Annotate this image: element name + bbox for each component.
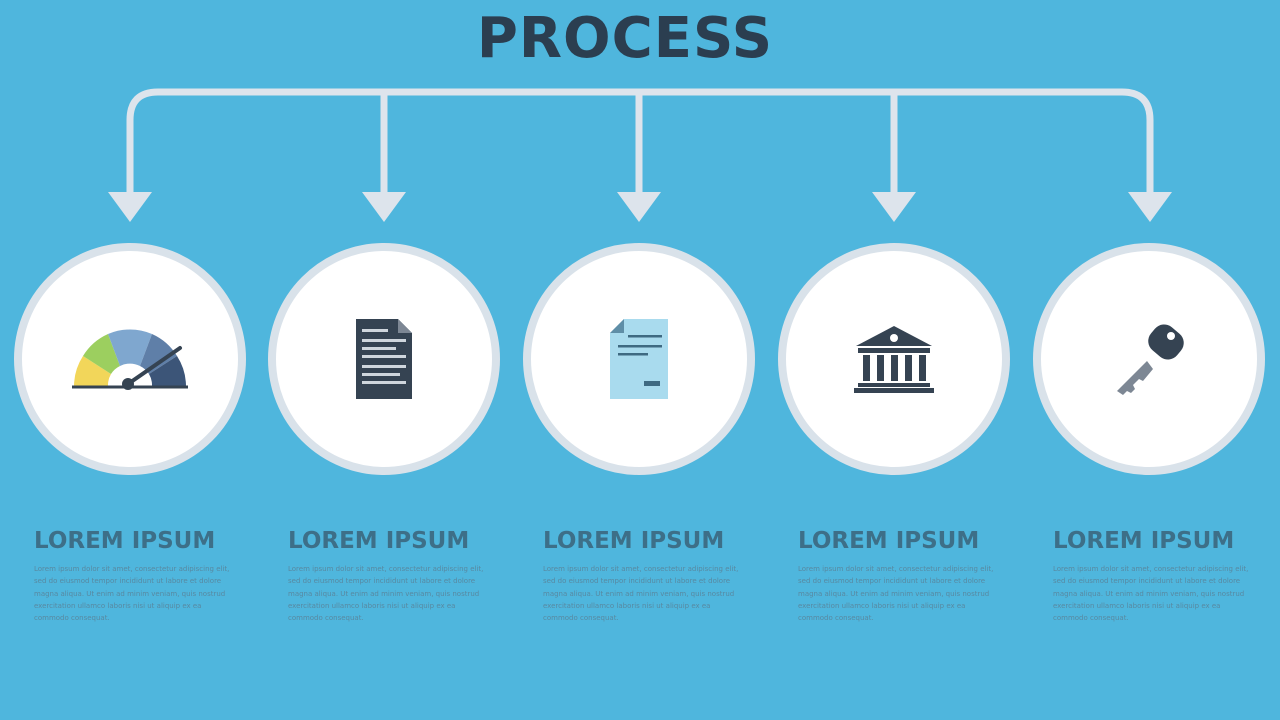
step-circle — [1033, 243, 1265, 475]
file-icon — [610, 319, 668, 399]
bank-icon — [854, 326, 934, 393]
speedometer-icon — [72, 329, 188, 390]
step-description: Lorem ipsum dolor sit amet, consectetur … — [798, 565, 994, 623]
step-circle — [523, 243, 755, 475]
connector-arrows — [108, 88, 1172, 222]
step-label: LOREM IPSUM — [34, 528, 216, 554]
page-title: PROCESS — [476, 6, 774, 71]
step-label: LOREM IPSUM — [543, 528, 725, 554]
document-icon — [356, 319, 412, 399]
step-label: LOREM IPSUM — [288, 528, 470, 554]
step-description: Lorem ipsum dolor sit amet, consectetur … — [543, 565, 739, 623]
arrow-head-1 — [108, 192, 152, 222]
step-label: LOREM IPSUM — [798, 528, 980, 554]
arrow-head-2 — [362, 192, 406, 222]
step-description: Lorem ipsum dolor sit amet, consectetur … — [288, 565, 484, 623]
step-description: Lorem ipsum dolor sit amet, consectetur … — [1053, 565, 1249, 623]
arrow-head-3 — [617, 192, 661, 222]
step-label: LOREM IPSUM — [1053, 528, 1235, 554]
step-circle — [14, 243, 246, 475]
step-description: Lorem ipsum dolor sit amet, consectetur … — [34, 565, 230, 623]
arrow-head-4 — [872, 192, 916, 222]
arrow-head-5 — [1128, 192, 1172, 222]
key-icon — [1117, 324, 1184, 395]
step-circle — [778, 243, 1010, 475]
step-circle — [268, 243, 500, 475]
